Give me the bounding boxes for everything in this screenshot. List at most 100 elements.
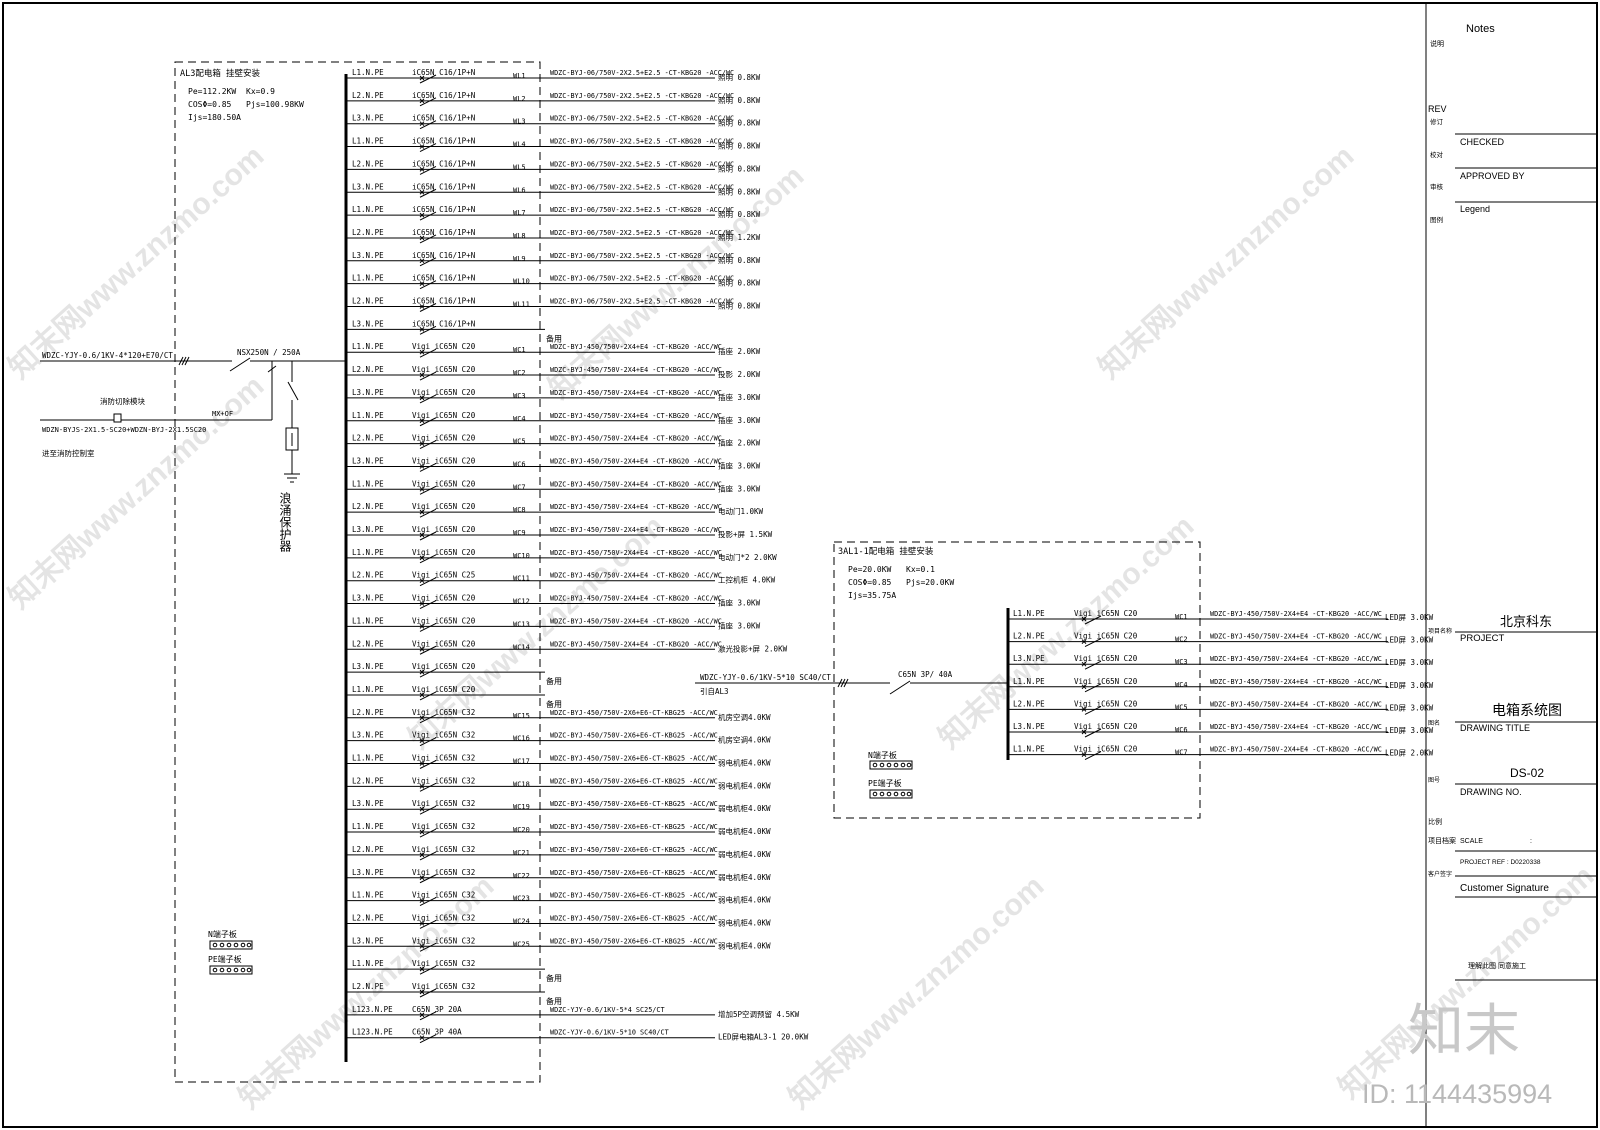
circuit-phase: L1.N.PE — [1013, 609, 1045, 618]
circuit-cable: WDZC-BYJ-450/750V-2X6+E6-CT-KBG25 -ACC/W… — [550, 732, 718, 740]
breaker-x-mark — [419, 258, 425, 264]
circuit-breaker: Vigi iC65N C20 — [412, 411, 476, 420]
archive-cn-label: 项目档案 — [1428, 836, 1456, 845]
circuit-breaker: Vigi iC65N C32 — [412, 708, 475, 717]
circuit-load: LED屏电箱AL3-1 20.0KW — [718, 1032, 809, 1042]
circuit-phase: L1.N.PE — [352, 822, 384, 831]
breaker-contact — [1084, 728, 1102, 738]
circuit-breaker: Vigi iC65N C20 — [1074, 632, 1138, 641]
circuit-breaker: Vigi iC65N C20 — [412, 456, 476, 465]
breaker-contact — [1084, 615, 1102, 625]
breaker-contact — [419, 965, 437, 975]
circuit-phase: L2.N.PE — [1013, 699, 1045, 708]
drawing-number: DS-02 — [1510, 766, 1544, 780]
circuit-load: 弱电机柜4.0KW — [718, 780, 771, 790]
breaker-contact — [419, 714, 437, 724]
circuit-load: 弱电机柜4.0KW — [718, 917, 771, 927]
drawing-number-cn-label: 图号 — [1428, 777, 1440, 784]
circuit-cable: WDZC-BYJ-450/750V-2X4+E4 -CT-KBG20 -ACC/… — [550, 480, 722, 488]
breaker-contact — [419, 760, 437, 769]
circuit-phase: L3.N.PE — [352, 251, 384, 260]
title-block: Notes 说明 REV 修订 CHECKED 校对 APPROVED BY 审… — [1428, 23, 1597, 981]
breaker-x-mark — [419, 281, 425, 287]
circuit-breaker: Vigi iC65N C32 — [412, 913, 475, 922]
breaker-contact — [419, 1034, 437, 1044]
circuit-cable: WDZC-BYJ-06/750V-2X2.5+E2.5 -CT-KBG20 -A… — [550, 115, 734, 123]
circuit-load: 插座 3.0KW — [718, 460, 761, 470]
project-name: 北京科东 — [1500, 614, 1552, 629]
watermark-text: 知末网www.znzmo.com — [3, 139, 271, 385]
circuit-load: LED屏 2.0KW — [1385, 749, 1434, 758]
pe-terminal-label: PE端子板 — [208, 954, 242, 964]
customer-cn-label: 客户签字 — [1428, 870, 1452, 878]
circuit-load: 插座 3.0KW — [718, 483, 761, 493]
circuit-load: 照明 0.8KW — [718, 119, 761, 128]
circuit-cable: WDZC-BYJ-450/750V-2X6+E6-CT-KBG25 -ACC/W… — [550, 777, 718, 785]
shunt-link-mark — [267, 365, 277, 373]
circuit-phase: L2.N.PE — [352, 913, 384, 922]
breaker-x-mark — [1081, 684, 1087, 690]
circuit-load: 照明 0.8KW — [718, 256, 761, 265]
circuit-id: WC6 — [1175, 726, 1188, 734]
circuit-cable: WDZC-BYJ-450/750V-2X4+E4 -CT-KBG20 -ACC/… — [550, 526, 722, 534]
circuit-cable: WDZC-BYJ-450/750V-2X4+E4 -CT-KBG20 -ACC/… — [550, 503, 722, 511]
breaker-contact — [419, 280, 437, 290]
breaker-contact — [419, 97, 437, 107]
circuit-load: 弱电机柜4.0KW — [718, 872, 771, 882]
circuit-cable: WDZC-BYJ-450/750V-2X6+E6-CT-KBG25 -ACC/W… — [550, 846, 718, 854]
pe-terminal-board — [209, 965, 253, 975]
sub-feeder-from: 引自AL3 — [700, 686, 729, 696]
breaker-x-mark — [419, 121, 425, 127]
surge-protector — [284, 361, 300, 483]
breaker-x-mark — [1081, 639, 1087, 644]
circuit-cable: WDZC-BYJ-450/750V-2X6+E6-CT-KBG25 -ACC/W… — [550, 869, 718, 877]
breaker-x-mark — [419, 875, 425, 881]
sub-pe-terminal-label: PE端子板 — [868, 778, 902, 788]
breaker-contact — [419, 691, 437, 701]
n-terminal-board — [209, 940, 253, 950]
circuit-breaker: Vigi iC65N C20 — [412, 662, 476, 671]
drawing-title-cn-label: 图名 — [1428, 719, 1440, 727]
circuit-breaker: iC65N C16/1P+N — [412, 68, 475, 77]
circuit-breaker: Vigi iC65N C32 — [412, 822, 475, 831]
circuit-phase: L3.N.PE — [352, 936, 384, 945]
circuit-breaker: iC65N C16/1P+N — [412, 297, 475, 306]
circuit-load: 备用 — [546, 996, 562, 1006]
circuit-id: WC2 — [513, 369, 526, 377]
circuit-cable: WDZC-BYJ-06/750V-2X2.5+E2.5 -CT-KBG20 -A… — [550, 138, 734, 146]
circuit-phase: L2.N.PE — [352, 159, 384, 168]
circuit-breaker: iC65N C16/1P+N — [412, 91, 475, 100]
circuit-cable: WDZC-BYJ-06/750V-2X2.5+E2.5 -CT-KBG20 -A… — [550, 229, 734, 237]
breaker-contact — [419, 234, 437, 244]
breaker-contact — [419, 74, 437, 84]
cable-tick-mark — [178, 356, 190, 366]
breaker-contact — [419, 554, 437, 564]
circuit-phase: L1.N.PE — [352, 959, 384, 968]
breaker-x-mark — [1081, 616, 1087, 622]
breaker-x-mark — [419, 943, 425, 949]
circuit-phase: L2.N.PE — [352, 365, 384, 374]
main-breaker-contact — [229, 357, 251, 372]
n-terminal-label: N端子板 — [208, 929, 237, 939]
circuit-id: WC5 — [1175, 703, 1188, 711]
breaker-contact — [419, 371, 437, 381]
circuit-phase: L123.N.PE — [352, 1028, 393, 1037]
checked-label: CHECKED — [1460, 137, 1505, 147]
circuit-phase: L1.N.PE — [1013, 745, 1045, 754]
breaker-x-mark — [419, 98, 425, 104]
circuit-id: WC18 — [513, 780, 530, 788]
circuit-cable: WDZC-BYJ-06/750V-2X2.5+E2.5 -CT-KBG20 -A… — [550, 275, 734, 283]
circuit-id: WC3 — [1175, 658, 1188, 666]
